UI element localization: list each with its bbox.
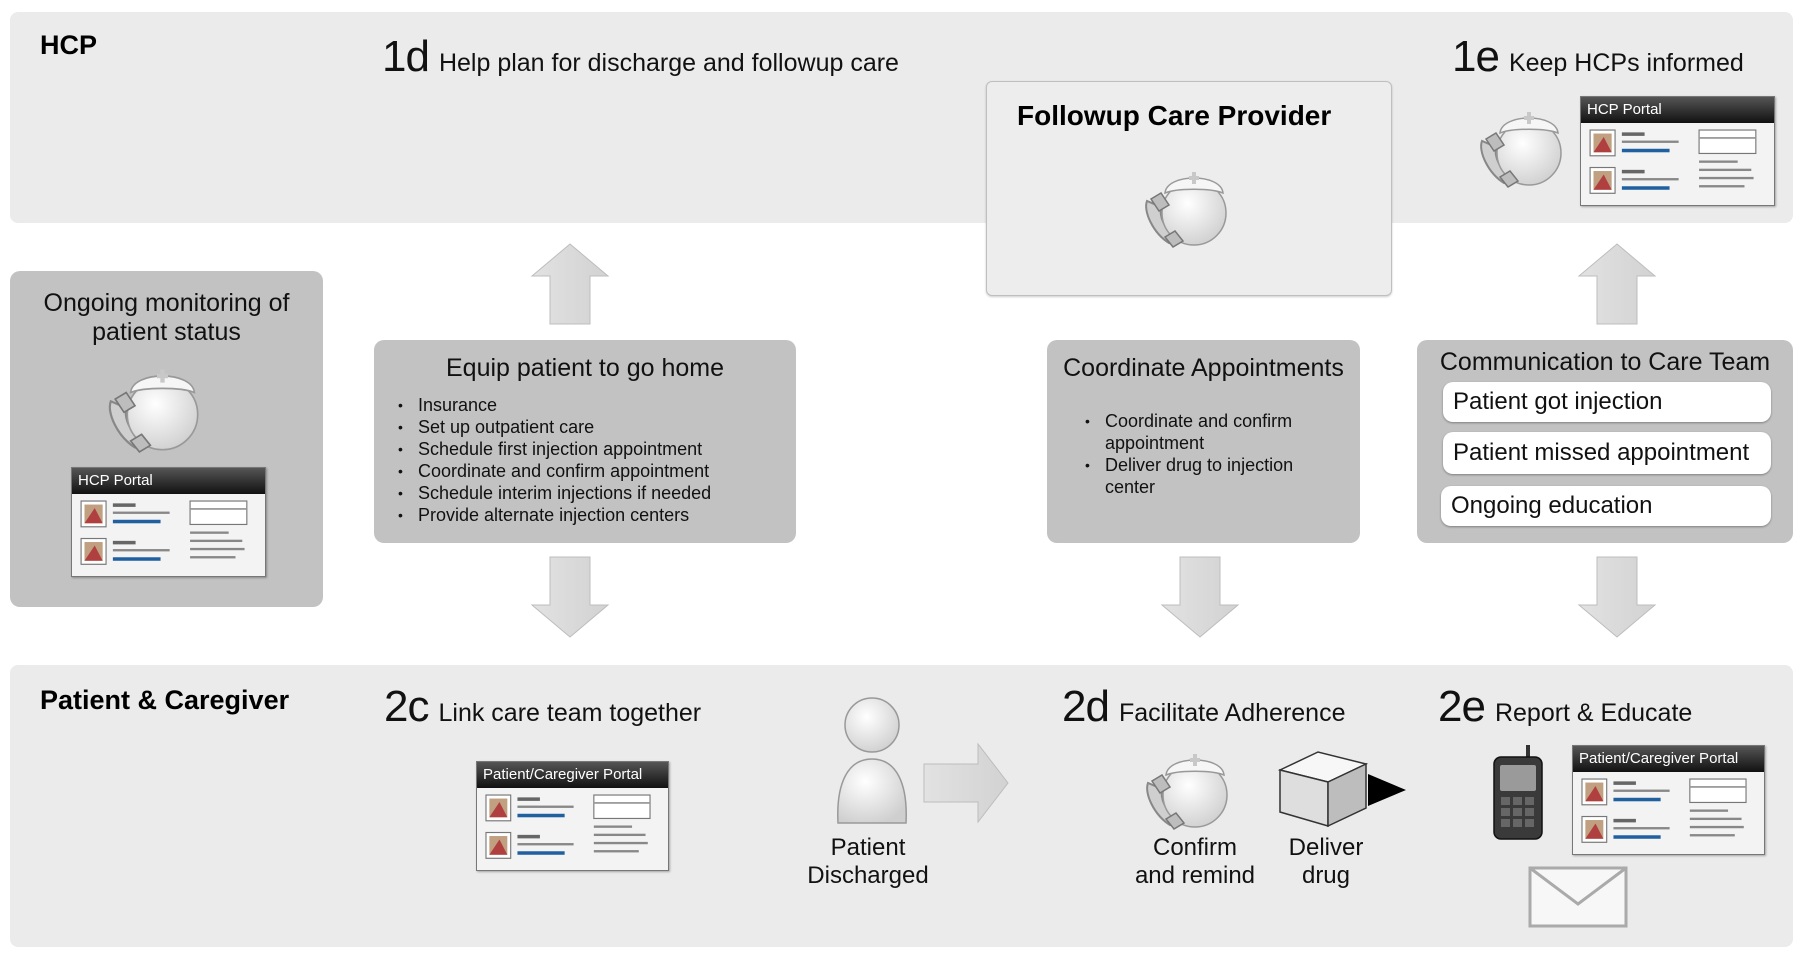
portal-content-icon — [1581, 123, 1774, 205]
nurse-phone-icon — [1139, 162, 1239, 254]
portal-content-icon — [72, 494, 265, 576]
arrow-right-icon — [923, 742, 1009, 824]
portal-content-icon — [477, 788, 668, 870]
equip-patient-list: Insurance Set up outpatient care Schedul… — [396, 394, 711, 526]
step-2e: 2e Report & Educate — [1438, 682, 1692, 732]
communication-care-team-title: Communication to Care Team — [1439, 348, 1771, 376]
coordinate-appointments-list: Coordinate and confirm appointment Deliv… — [1083, 410, 1345, 498]
arrow-up-icon — [530, 242, 610, 326]
step-2d-title: Facilitate Adherence — [1118, 699, 1346, 727]
list-item: Coordinate and confirm appointment — [398, 460, 711, 482]
ongoing-monitoring-box: Ongoing monitoring of patient status HCP… — [10, 271, 323, 607]
step-1e-title: Keep HCPs informed — [1508, 49, 1744, 77]
hcp-portal-monitoring: HCP Portal — [71, 467, 266, 577]
step-1d: 1d Help plan for discharge and followup … — [382, 32, 899, 82]
patient-discharged-caption: Patient Discharged — [807, 834, 929, 889]
arrow-down-icon — [1577, 555, 1657, 639]
step-1e: 1e Keep HCPs informed — [1452, 32, 1744, 82]
followup-care-provider-title: Followup Care Provider — [1017, 100, 1332, 131]
nurse-phone-icon — [1140, 744, 1240, 836]
drug-package-icon — [1278, 751, 1406, 828]
step-1e-number: 1e — [1452, 32, 1500, 81]
nurse-phone-icon — [1474, 102, 1574, 194]
patient-missed-appointment-item: Patient missed appointment — [1443, 432, 1771, 474]
step-2d-number: 2d — [1062, 682, 1110, 731]
hcp-portal-monitoring-header: HCP Portal — [72, 468, 265, 494]
arrow-down-icon — [530, 555, 610, 639]
list-item: Schedule first injection appointment — [398, 438, 711, 460]
patient-person-icon — [837, 697, 907, 824]
patient-caregiver-portal-2e: Patient/Caregiver Portal — [1572, 745, 1765, 855]
equip-patient-title: Equip patient to go home — [446, 354, 724, 382]
nurse-phone-icon — [102, 359, 212, 459]
list-item: Deliver drug to injection center — [1085, 454, 1345, 498]
patient-lane-label: Patient & Caregiver — [40, 685, 290, 715]
hcp-lane — [10, 12, 1793, 223]
equip-patient-box: Equip patient to go home Insurance Set u… — [374, 340, 796, 543]
list-item: Set up outpatient care — [398, 416, 711, 438]
patient-caregiver-portal-2e-header: Patient/Caregiver Portal — [1573, 746, 1764, 772]
arrow-down-icon — [1160, 555, 1240, 639]
arrow-up-icon — [1577, 242, 1657, 326]
patient-caregiver-portal-2c: Patient/Caregiver Portal — [476, 761, 669, 871]
followup-care-provider-box: Followup Care Provider — [986, 81, 1392, 296]
hcp-portal-1e-header: HCP Portal — [1581, 97, 1774, 123]
patient-caregiver-portal-2c-header: Patient/Caregiver Portal — [477, 762, 668, 788]
coordinate-appointments-title: Coordinate Appointments — [1063, 354, 1344, 382]
step-2e-title: Report & Educate — [1494, 699, 1693, 727]
step-2c-title: Link care team together — [438, 699, 702, 727]
patient-got-injection-item: Patient got injection — [1443, 382, 1771, 422]
deliver-drug-caption: Deliver drug — [1288, 834, 1364, 889]
hcp-portal-1e: HCP Portal — [1580, 96, 1775, 206]
step-2e-number: 2e — [1438, 682, 1486, 731]
coordinate-appointments-box: Coordinate Appointments Coordinate and c… — [1047, 340, 1360, 543]
ongoing-monitoring-title: Ongoing monitoring of patient status — [43, 289, 290, 346]
hcp-lane-label: HCP — [40, 30, 98, 60]
step-2d: 2d Facilitate Adherence — [1062, 682, 1345, 732]
list-item: Schedule interim injections if needed — [398, 482, 711, 504]
step-1d-title: Help plan for discharge and followup car… — [438, 49, 899, 77]
envelope-icon — [1528, 866, 1628, 928]
step-2c-number: 2c — [384, 682, 429, 731]
step-2c: 2c Link care team together — [384, 682, 701, 732]
portal-content-icon — [1573, 772, 1764, 854]
confirm-remind-caption: Confirm and remind — [1134, 834, 1256, 889]
list-item: Insurance — [398, 394, 711, 416]
communication-care-team-box: Communication to Care Team Patient got i… — [1417, 340, 1793, 543]
mobile-phone-icon — [1493, 745, 1543, 840]
list-item: Coordinate and confirm appointment — [1085, 410, 1345, 454]
step-1d-number: 1d — [382, 32, 430, 81]
list-item: Provide alternate injection centers — [398, 504, 711, 526]
ongoing-education-item: Ongoing education — [1441, 486, 1771, 526]
